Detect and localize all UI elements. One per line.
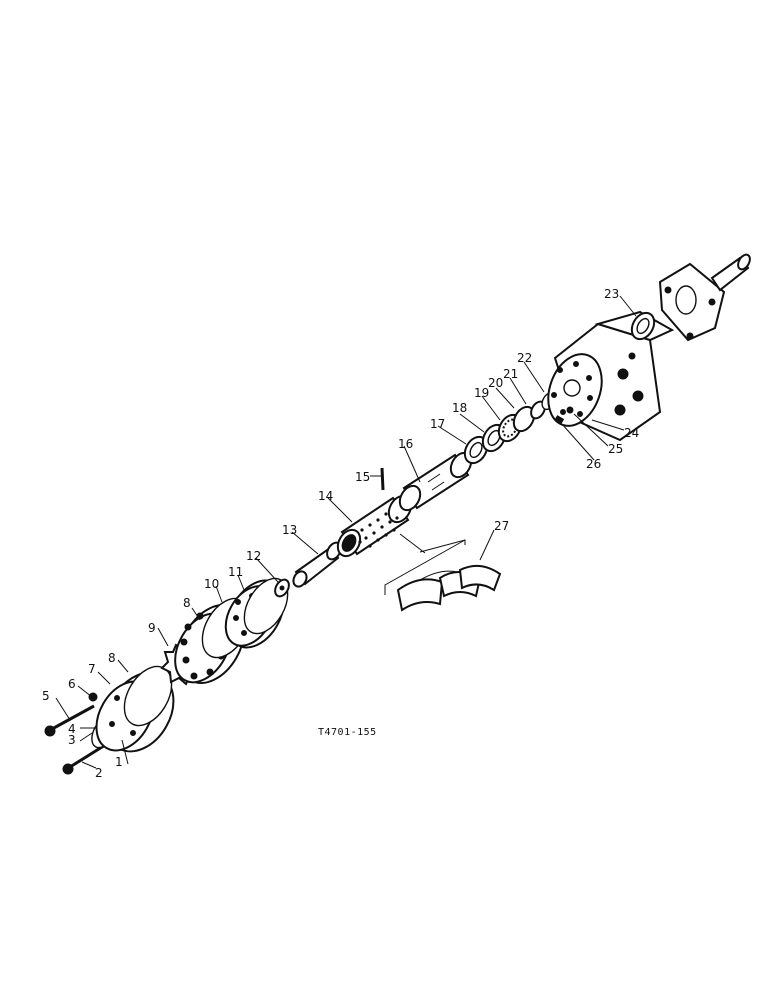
callout-25: 25 [608, 442, 623, 456]
part-24-housing [547, 310, 675, 442]
callout-6: 6 [68, 677, 76, 691]
callout-13: 13 [282, 523, 297, 537]
part-27-bearing-shells [384, 533, 502, 612]
callout-26: 26 [586, 457, 601, 471]
part-23-seal [630, 311, 656, 341]
callout-16: 16 [398, 437, 413, 451]
callout-24: 24 [624, 426, 639, 440]
part-12-washer [274, 578, 290, 598]
callout-19: 19 [474, 386, 489, 400]
callout-8-upper: 8 [183, 596, 191, 610]
callout-21: 21 [503, 367, 518, 381]
part-16-spool [398, 451, 473, 512]
callout-2: 2 [95, 766, 103, 780]
leader-lines [55, 295, 637, 769]
callout-18: 18 [452, 401, 467, 415]
callout-12: 12 [246, 549, 261, 563]
part-20-race [512, 405, 536, 433]
callout-7: 7 [88, 662, 96, 676]
part-13-drive-shaft [292, 541, 342, 588]
callout-20: 20 [488, 376, 503, 390]
part-15-pin [380, 467, 385, 491]
callout-4: 4 [68, 722, 76, 736]
callout-3: 3 [68, 733, 76, 747]
part-6-washer [88, 692, 98, 702]
callout-15: 15 [355, 470, 370, 484]
callout-8-lower: 8 [108, 651, 116, 665]
callout-9: 9 [148, 621, 156, 635]
part-mounting-flange [658, 253, 751, 342]
callout-27: 27 [494, 519, 509, 533]
callout-23: 23 [604, 287, 619, 301]
callout-17: 17 [430, 417, 445, 431]
drawing-code: T4701-155 [318, 727, 377, 738]
part-26-plug [554, 415, 565, 425]
callout-22: 22 [517, 351, 532, 365]
callout-1: 1 [115, 755, 123, 769]
callout-11: 11 [228, 565, 243, 579]
part-25-check-ball [566, 406, 574, 414]
callout-10: 10 [204, 577, 219, 591]
callout-5: 5 [42, 689, 50, 703]
callout-14: 14 [318, 489, 333, 503]
part-5-bolt [44, 704, 95, 737]
